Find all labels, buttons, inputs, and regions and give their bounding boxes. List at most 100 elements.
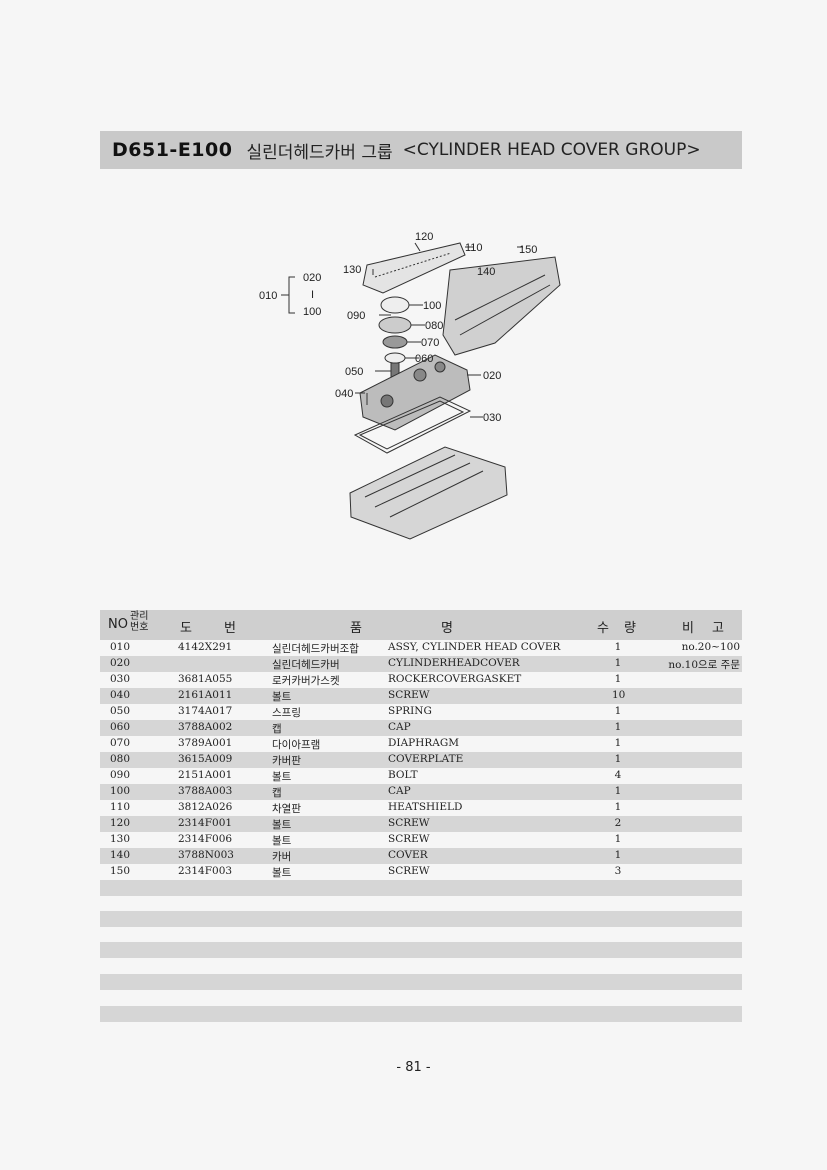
row-name-english: SCREW — [388, 865, 430, 877]
header-mgmt: 관리 번호 — [130, 611, 148, 633]
header-drawing-2: 번 — [224, 621, 236, 636]
table-row: 060 3788A002 캡 CAP 1 — [100, 720, 742, 736]
callout-090: 090 — [347, 310, 365, 322]
callout-010: 010 — [259, 290, 277, 302]
row-name-english: COVER — [388, 849, 428, 861]
row-part-number: 2161A011 — [178, 689, 233, 701]
callout-050: 050 — [345, 366, 363, 378]
cap-100-shape — [380, 296, 410, 314]
row-name-korean: 볼트 — [272, 819, 292, 831]
row-name-english: COVERPLATE — [388, 753, 464, 765]
row-name-english: SCREW — [388, 689, 430, 701]
cap-060-shape — [384, 352, 406, 364]
row-name-english: HEATSHIELD — [388, 801, 463, 813]
row-qty: 1 — [614, 657, 622, 669]
group-code: D651-E100 — [112, 139, 233, 161]
table-row-empty — [100, 880, 742, 896]
row-no: 090 — [110, 769, 131, 781]
row-no: 010 — [110, 641, 131, 653]
row-name-english: ASSY, CYLINDER HEAD COVER — [388, 641, 561, 653]
row-qty: 3 — [614, 865, 622, 877]
row-name-korean: 볼트 — [272, 771, 292, 783]
row-part-number: 3788N003 — [178, 849, 234, 861]
row-qty: 1 — [614, 753, 622, 765]
page-number: - 81 - — [396, 1060, 431, 1075]
table-row: 070 3789A001 다이아프램 DIAPHRAGM 1 — [100, 736, 742, 752]
table-row: 110 3812A026 차열판 HEATSHIELD 1 — [100, 800, 742, 816]
row-name-korean: 스프링 — [272, 707, 301, 719]
row-name-korean: 볼트 — [272, 867, 292, 879]
row-no: 120 — [110, 817, 131, 829]
row-name-english: BOLT — [388, 769, 418, 781]
group-title-korean: 실린더헤드카버 그룹 — [246, 142, 393, 163]
row-no: 110 — [110, 801, 131, 813]
callout-140: 140 — [477, 266, 495, 278]
row-remark: no.10으로 주문 — [668, 659, 740, 671]
empty-row-band — [100, 1006, 742, 1022]
row-remark: no.20~100 — [681, 641, 740, 653]
header-qty-1: 수 — [597, 621, 609, 636]
callout-020-top: 020 — [303, 272, 321, 284]
callout-100: 100 — [423, 300, 441, 312]
row-part-number: 2314F006 — [178, 833, 233, 845]
header-remark-1: 비 — [682, 621, 694, 636]
row-qty: 4 — [614, 769, 622, 781]
callout-060: 060 — [415, 353, 433, 365]
row-part-number: 3615A009 — [178, 753, 233, 765]
callout-040: 040 — [335, 388, 353, 400]
row-qty: 2 — [614, 817, 622, 829]
header-mgmt-bottom: 번호 — [130, 622, 149, 633]
valve-cover-shape — [442, 256, 561, 356]
row-name-korean: 로커카버가스켓 — [272, 675, 340, 687]
gasket-shape — [353, 396, 472, 454]
heatshield-shape — [362, 242, 466, 294]
row-no: 070 — [110, 737, 131, 749]
callout-bracket-mid: I — [311, 289, 314, 301]
row-name-korean: 차열판 — [272, 803, 301, 815]
row-name-korean: 카버판 — [272, 755, 301, 767]
header-no: NO — [108, 617, 128, 632]
row-part-number: 3788A003 — [178, 785, 233, 797]
table-row: 030 3681A055 로커카버가스켓 ROCKERCOVERGASKET 1 — [100, 672, 742, 688]
empty-row-band — [100, 974, 742, 990]
parts-table-header: NO 관리 번호 도 번 품 명 수 량 비 고 — [100, 610, 742, 640]
row-part-number: 4142X291 — [178, 641, 233, 653]
table-row: 090 2151A001 볼트 BOLT 4 — [100, 768, 742, 784]
row-part-number: 3788A002 — [178, 721, 233, 733]
row-no: 060 — [110, 721, 131, 733]
table-row: 050 3174A017 스프링 SPRING 1 — [100, 704, 742, 720]
row-no: 040 — [110, 689, 131, 701]
empty-row-band — [100, 911, 742, 927]
parts-table-body: 010 4142X291 실린더헤드카버조합 ASSY, CYLINDER HE… — [100, 640, 742, 896]
row-name-korean: 카버 — [272, 851, 292, 863]
row-no: 050 — [110, 705, 131, 717]
header-remark-2: 고 — [712, 621, 724, 636]
row-part-number: 2314F001 — [178, 817, 233, 829]
group-title-english: <CYLINDER HEAD COVER GROUP> — [402, 140, 701, 160]
callout-120: 120 — [415, 231, 433, 243]
callout-150: 150 — [519, 244, 537, 256]
row-qty: 1 — [614, 737, 622, 749]
row-name-korean: 실린더헤드카버 — [272, 659, 340, 671]
row-part-number: 2151A001 — [178, 769, 233, 781]
row-qty: 10 — [612, 689, 626, 701]
row-qty: 1 — [614, 641, 622, 653]
header-qty-2: 량 — [624, 621, 636, 636]
callout-030: 030 — [483, 412, 501, 424]
row-no: 130 — [110, 833, 131, 845]
callout-110: 110 — [465, 242, 483, 254]
empty-row-band — [100, 942, 742, 958]
cylinder-head-shape — [349, 446, 508, 540]
row-name-english: CYLINDERHEADCOVER — [388, 657, 520, 669]
title-bar: D651-E100 실린더헤드카버 그룹 <CYLINDER HEAD COVE… — [100, 131, 742, 169]
callout-130: 130 — [343, 264, 361, 276]
row-no: 150 — [110, 865, 131, 877]
row-name-english: CAP — [388, 721, 411, 733]
table-row: 120 2314F001 볼트 SCREW 2 — [100, 816, 742, 832]
row-no: 100 — [110, 785, 131, 797]
row-no: 080 — [110, 753, 131, 765]
header-name-2: 명 — [441, 621, 453, 636]
table-row: 100 3788A003 캡 CAP 1 — [100, 784, 742, 800]
table-row: 020 실린더헤드카버 CYLINDERHEADCOVER 1 no.10으로 … — [100, 656, 742, 672]
